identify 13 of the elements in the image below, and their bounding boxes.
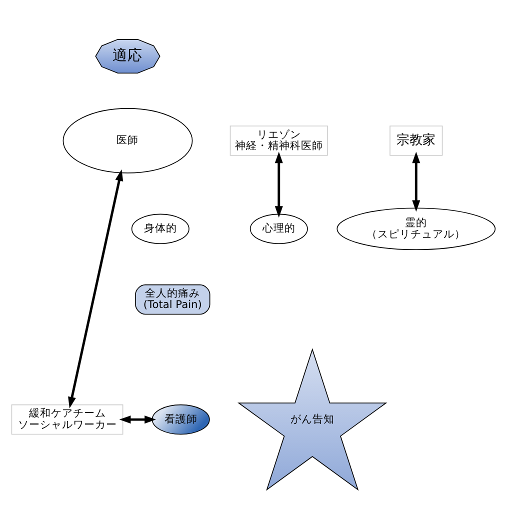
node-ellipse: 心理的: [250, 214, 308, 244]
node-box: リエゾン 神経・精神科医師: [230, 126, 328, 156]
arrow: [119, 416, 156, 424]
node-ellipse: 霊的 （スピリチュアル）: [336, 208, 496, 250]
arrow: [274, 152, 283, 218]
arrow: [412, 152, 420, 212]
arrow: [68, 169, 124, 408]
node-ellipse: 医師: [62, 108, 193, 174]
node-box: 緩和ケアチーム ソーシャルワーカー: [11, 404, 124, 435]
node-box: 全人的痛み (Total Pain): [135, 284, 210, 315]
node-ellipse: 看護師: [152, 404, 210, 435]
node-box: 宗教家: [390, 126, 443, 156]
node-ellipse: 身体的: [131, 214, 190, 244]
